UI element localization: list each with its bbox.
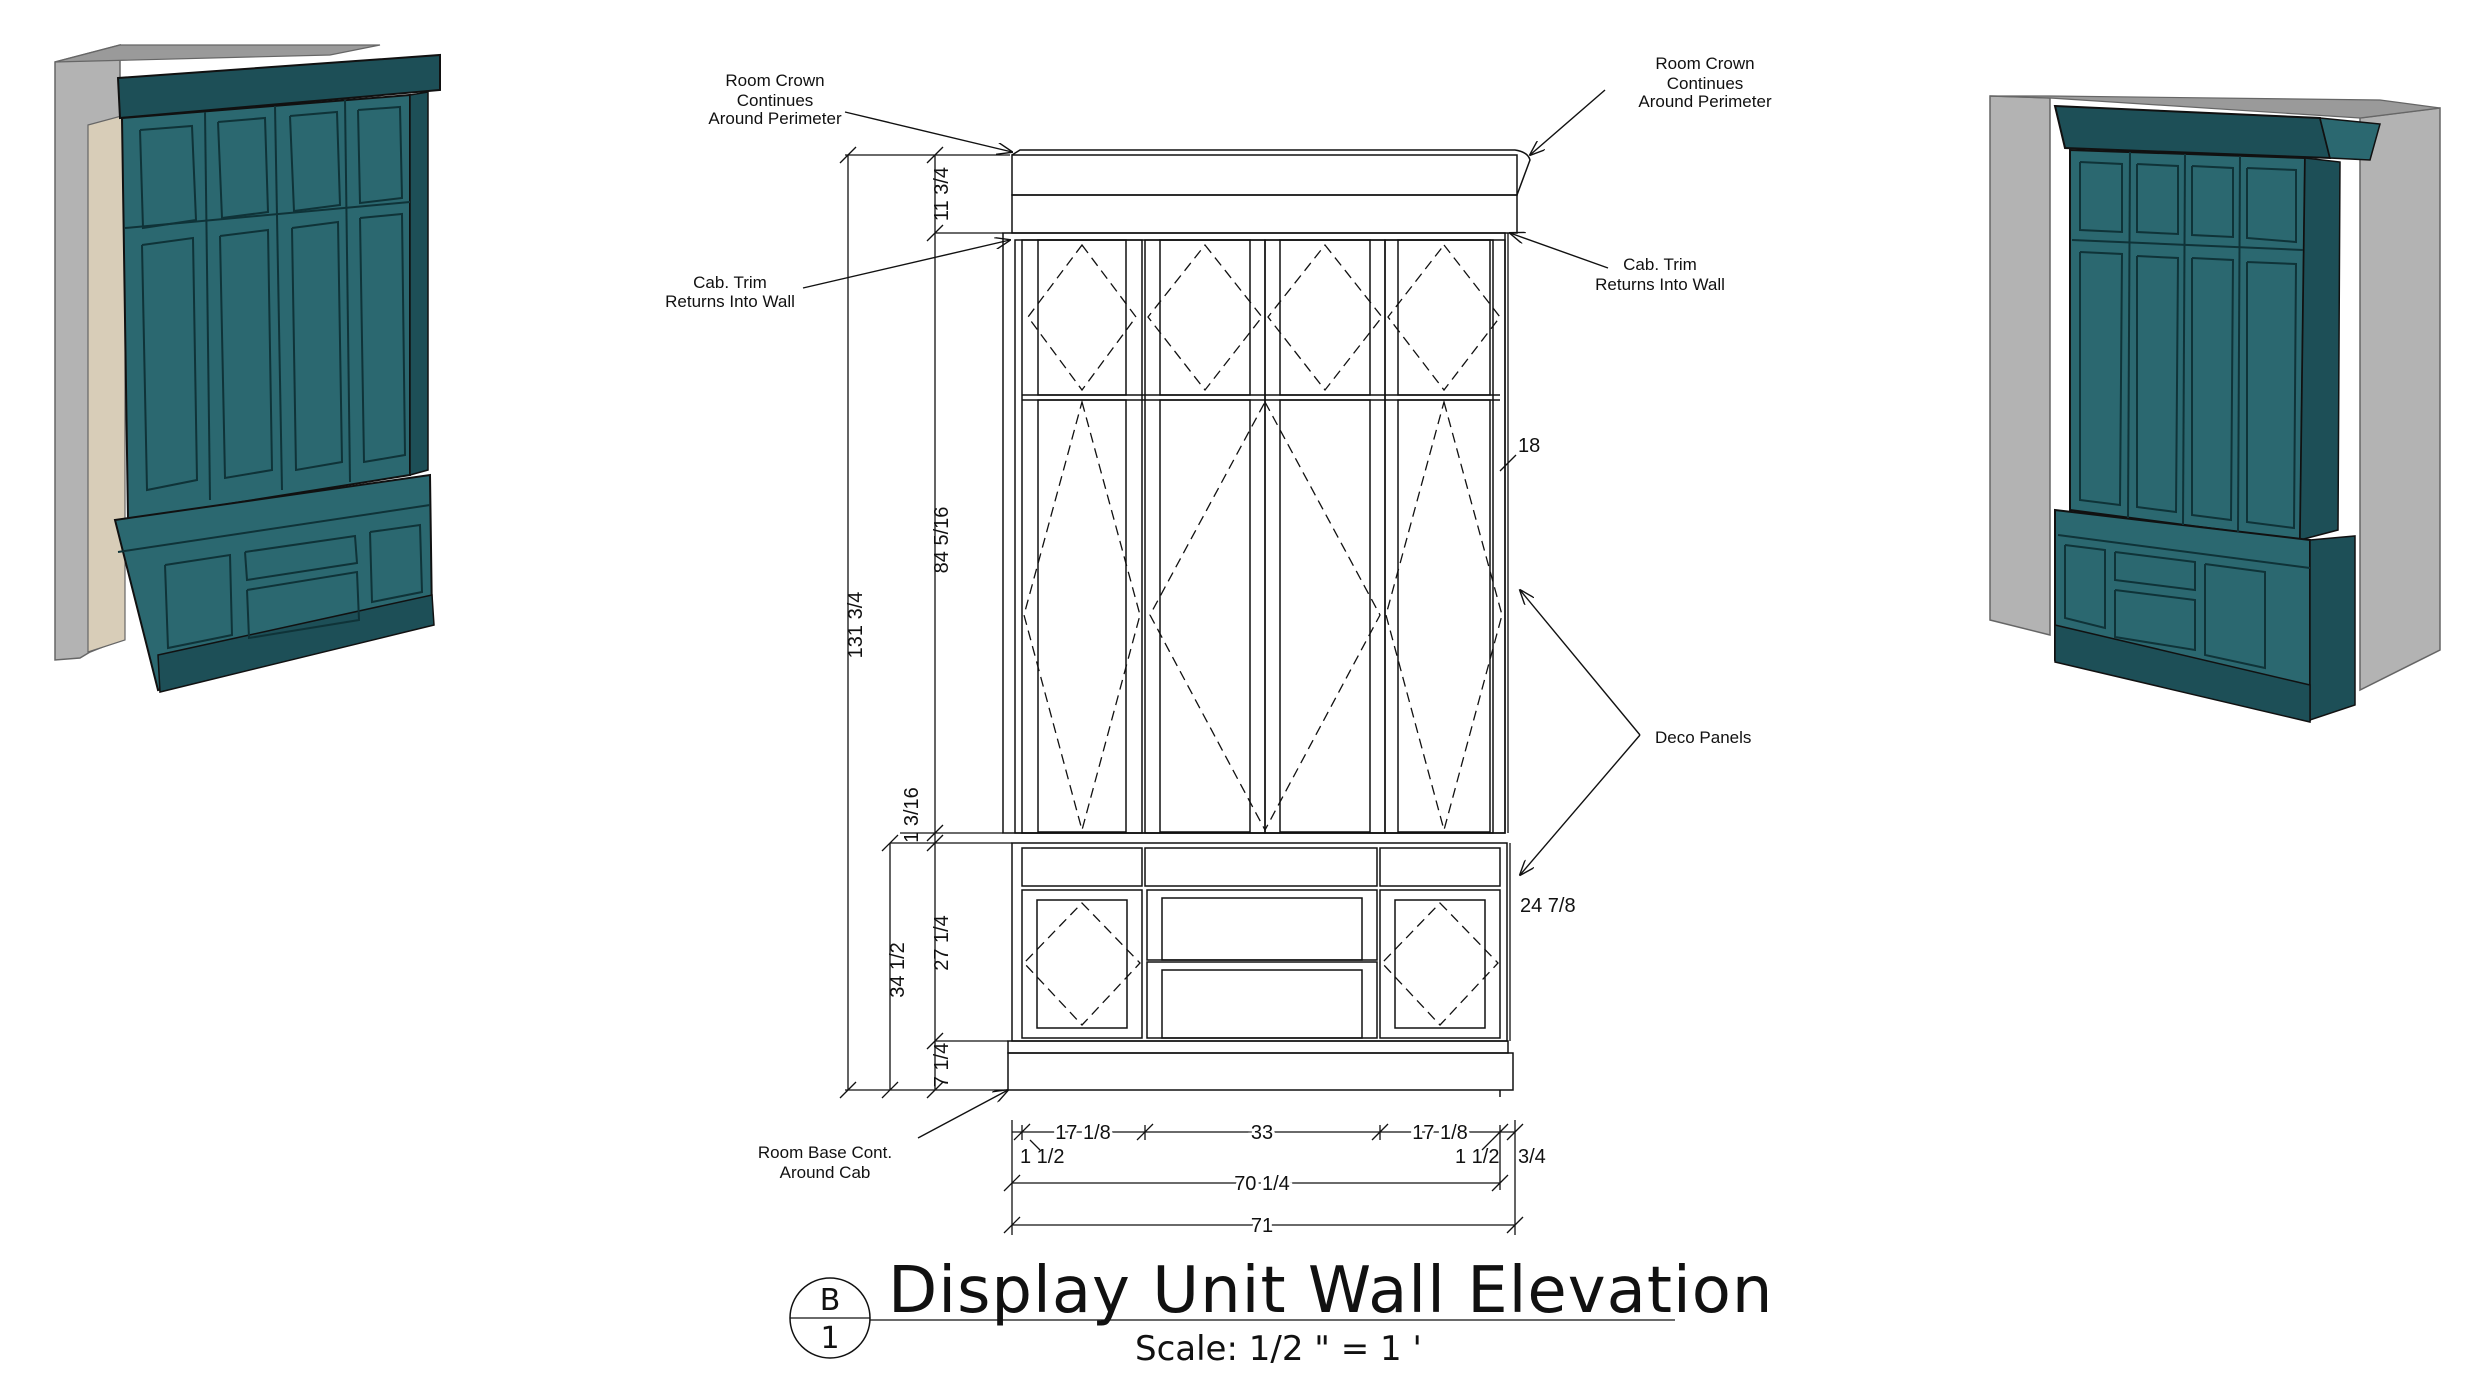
- crown-left-note-1: Room Crown: [725, 71, 824, 90]
- crown-molding: [1011, 154, 1518, 196]
- trim-right-note-2: Returns Into Wall: [1595, 275, 1725, 294]
- dimension-labels: 131 3/4 11 3/4 84 5/16 1 3/16 34 1/2 27 …: [845, 167, 1576, 1240]
- right-cabinet-upper: [2069, 148, 2307, 542]
- lower-door-left: [1021, 889, 1143, 1039]
- dim-overall-height: 131 3/4: [845, 592, 867, 659]
- lower-cabinet: [1011, 842, 1508, 1042]
- dim-reveal: 3/4: [1518, 1146, 1546, 1168]
- right-wall-right: [2359, 107, 2441, 692]
- dim-transition: 1 3/16: [901, 787, 923, 843]
- cabinet-elevation: [1002, 149, 1531, 1097]
- crown-band: [1011, 194, 1518, 234]
- left-cabinet-base: [157, 594, 435, 693]
- leader-arrows: [802, 89, 1641, 1139]
- crown-right-note-3: Around Perimeter: [1638, 92, 1772, 111]
- dim-depth-upper: 18: [1518, 435, 1540, 457]
- left-3d-view: [54, 44, 441, 693]
- right-cabinet-side-lower: [2309, 535, 2356, 722]
- trim-left-note-2: Returns Into Wall: [665, 292, 795, 311]
- crown-left-note-3: Around Perimeter: [708, 109, 842, 128]
- base-note-1: Room Base Cont.: [758, 1143, 892, 1162]
- deco-panel-diamonds: [1023, 243, 1503, 1026]
- dim-overall-width: 71: [1251, 1215, 1273, 1237]
- deco-panels-note: Deco Panels: [1655, 728, 1751, 747]
- detail-tag-number: 1: [820, 1321, 839, 1356]
- dim-lower-cab: 27 1/4: [931, 915, 953, 971]
- left-cabinet-crown: [116, 53, 441, 120]
- right-wall-top: [1989, 95, 2441, 119]
- lower-door-right: [1379, 889, 1501, 1039]
- dim-upper-height: 84 5/16: [931, 507, 953, 574]
- left-wall-top: [54, 44, 381, 63]
- trim-left-note-1: Cab. Trim: [693, 273, 767, 292]
- horizontal-dimension-lines: [1003, 1120, 1524, 1235]
- lower-drawer-1: [1146, 889, 1378, 961]
- dim-lower-total: 34 1/2: [887, 942, 909, 998]
- crown-right-note-1: Room Crown: [1655, 54, 1754, 73]
- dim-base-height: 7 1/4: [931, 1043, 953, 1087]
- trim-right-note-1: Cab. Trim: [1623, 255, 1697, 274]
- left-wall-side-tan: [87, 114, 126, 653]
- dim-width-center: 33: [1251, 1122, 1273, 1144]
- crown-left-note-2: Continues: [737, 91, 814, 110]
- upper-door-2: [1144, 239, 1266, 834]
- right-wall-left: [1989, 95, 2051, 636]
- crown-right-note-2: Continues: [1667, 74, 1744, 93]
- vertical-dimension-lines: [839, 146, 1517, 1099]
- dim-stile-right: 1 1/2: [1455, 1146, 1499, 1168]
- dim-stile-left: 1 1/2: [1020, 1146, 1064, 1168]
- dim-inner-width: 70 1/4: [1234, 1173, 1290, 1195]
- right-cabinet-side-upper: [2299, 157, 2341, 541]
- dim-width-left: 17 1/8: [1055, 1122, 1111, 1144]
- upper-door-4: [1384, 239, 1506, 834]
- drawing-scale: Scale: 1/2 " = 1 ': [1135, 1329, 1422, 1369]
- title-block: B 1 Display Unit Wall Elevation Scale: 1…: [789, 1254, 1773, 1369]
- detail-tag-letter: B: [820, 1283, 841, 1318]
- callout-notes: Room Crown Continues Around Perimeter Ro…: [665, 54, 1772, 1182]
- right-3d-view: [1989, 95, 2441, 723]
- base-note-2: Around Cab: [780, 1163, 871, 1182]
- base-molding: [1007, 1040, 1509, 1054]
- right-cabinet-crown-side: [2319, 117, 2381, 161]
- lower-drawer-2: [1146, 961, 1378, 1039]
- dim-depth-lower: 24 7/8: [1520, 895, 1576, 917]
- right-cabinet-base: [2054, 624, 2311, 723]
- upper-cabinet-frame: [1002, 232, 1506, 834]
- dim-top-crown: 11 3/4: [931, 167, 953, 221]
- dim-width-right: 17 1/8: [1412, 1122, 1468, 1144]
- drawing-title: Display Unit Wall Elevation: [888, 1254, 1773, 1328]
- upper-door-1: [1021, 239, 1143, 834]
- left-cabinet-side-upper: [409, 91, 429, 476]
- upper-door-3: [1264, 239, 1386, 834]
